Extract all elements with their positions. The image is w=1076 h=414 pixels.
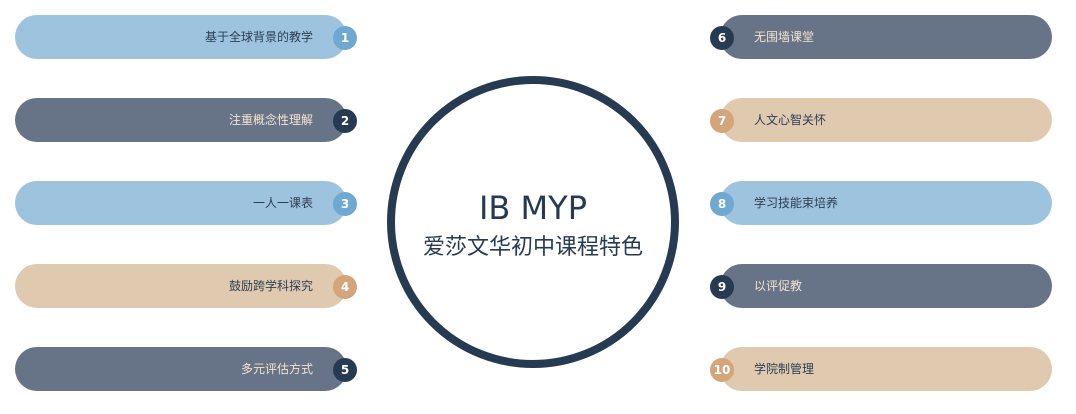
feature-item-6: 6 无围墙课堂 <box>710 15 1052 59</box>
feature-label: 鼓励跨学科探究 <box>228 279 313 293</box>
feature-number-badge: 4 <box>333 275 357 299</box>
feature-label: 以评促教 <box>754 279 803 293</box>
feature-item-3: 一人一课表 3 <box>15 181 357 225</box>
feature-label: 基于全球背景的教学 <box>204 30 313 44</box>
center-subtitle: 爱莎文华初中课程特色 <box>422 235 643 260</box>
feature-number-badge: 10 <box>710 358 734 382</box>
feature-label: 学院制管理 <box>754 362 815 376</box>
feature-number-badge: 6 <box>710 26 734 50</box>
center-title: IB MYP <box>478 189 587 227</box>
feature-label: 注重概念性理解 <box>228 113 313 127</box>
feature-item-2: 注重概念性理解 2 <box>15 98 357 142</box>
feature-number-badge: 7 <box>710 109 734 133</box>
feature-label: 人文心智关怀 <box>754 113 827 127</box>
feature-item-1: 基于全球背景的教学 1 <box>15 15 357 59</box>
feature-item-5: 多元评估方式 5 <box>15 347 357 391</box>
feature-number-badge: 9 <box>710 275 734 299</box>
center-circle: IB MYP 爱莎文华初中课程特色 <box>387 76 679 368</box>
feature-number-badge: 1 <box>333 26 357 50</box>
feature-number-badge: 3 <box>333 192 357 216</box>
feature-number-badge: 2 <box>333 109 357 133</box>
feature-item-8: 8 学习技能束培养 <box>710 181 1052 225</box>
feature-label: 一人一课表 <box>252 196 313 210</box>
feature-number-badge: 8 <box>710 192 734 216</box>
feature-item-4: 鼓励跨学科探究 4 <box>15 264 357 308</box>
feature-label: 无围墙课堂 <box>754 30 815 44</box>
feature-item-9: 9 以评促教 <box>710 264 1052 308</box>
feature-item-7: 7 人文心智关怀 <box>710 98 1052 142</box>
feature-label: 多元评估方式 <box>240 362 313 376</box>
feature-number-badge: 5 <box>333 358 357 382</box>
feature-label: 学习技能束培养 <box>754 196 839 210</box>
feature-item-10: 10 学院制管理 <box>710 347 1052 391</box>
